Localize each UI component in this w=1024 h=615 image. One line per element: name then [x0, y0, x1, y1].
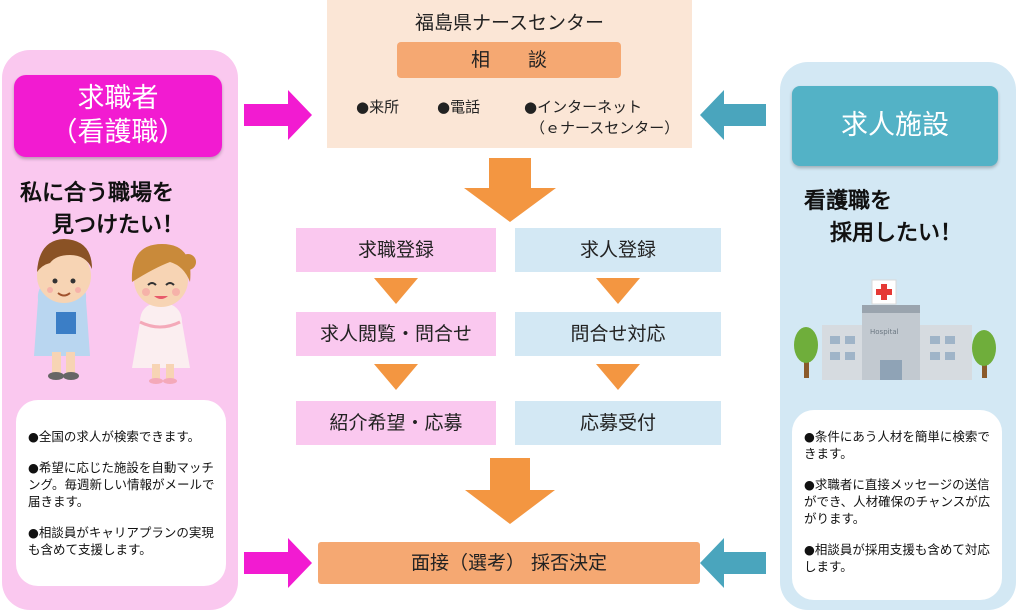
seeker-info-item: ●全国の求人が検索できます。 [28, 429, 201, 444]
facility-info-box: ●条件にあう人材を簡単に検索できます。 ●求職者に直接メッセージの送信ができ、人… [792, 410, 1002, 600]
method-phone: ●電話 [437, 98, 481, 116]
step-browse-inquire: 求人閲覧・問合せ [296, 312, 496, 356]
step-opening-registration: 求人登録 [515, 228, 721, 272]
seeker-tagline-line2: 見つけたい！ [52, 213, 185, 238]
consultation-box: 相 談 [397, 42, 621, 78]
final-decision-box: 面接（選考） 採否決定 [318, 542, 700, 584]
orange-down-arrow-icon [465, 458, 555, 524]
step-inquiry-response: 問合せ対応 [515, 312, 721, 356]
method-internet: ●インターネット [524, 98, 643, 116]
teal-left-arrow-icon [700, 90, 766, 140]
facility-info-item: ●求職者に直接メッセージの送信ができ、人材確保のチャンスが広がります。 [804, 477, 991, 526]
orange-triangle-icon [374, 364, 418, 390]
seeker-title: 求職者 （看護職） [14, 75, 222, 157]
magenta-right-arrow-icon [244, 90, 312, 140]
facility-info-item: ●条件にあう人材を簡単に検索できます。 [804, 429, 990, 461]
seeker-info-item: ●相談員がキャリアプランの実現も含めて支援します。 [28, 525, 214, 557]
seeker-title-line1: 求職者 [77, 83, 159, 114]
male-nurse-icon [34, 239, 92, 380]
magenta-right-arrow-icon [244, 538, 312, 588]
hospital-sign: Hospital [870, 328, 899, 336]
orange-down-arrow-icon [464, 158, 556, 222]
female-nurse-icon [131, 244, 196, 384]
teal-left-arrow-icon [700, 538, 766, 588]
facility-title: 求人施設 [792, 86, 998, 166]
seeker-info-item: ●希望に応じた施設を自動マッチング。毎週新しい情報がメールで届きます。 [28, 460, 215, 509]
seeker-tagline-line1: 私に合う職場を [20, 181, 175, 206]
method-internet-sub: （ｅナースセンター） [530, 119, 680, 137]
facility-tagline-line1: 看護職を [804, 189, 893, 214]
orange-triangle-icon [374, 278, 418, 304]
orange-triangle-icon [596, 278, 640, 304]
facility-tagline-line2: 採用したい！ [830, 221, 963, 246]
facility-info-item: ●相談員が採用支援も含めて対応します。 [804, 542, 990, 574]
step-job-registration: 求職登録 [296, 228, 496, 272]
orange-triangle-icon [596, 364, 640, 390]
nurse-center-title: 福島県ナースセンター [414, 12, 605, 34]
hospital-icon: Hospital [794, 279, 996, 380]
method-visit: ●来所 [356, 98, 400, 116]
seeker-tagline: 私に合う職場を 見つけたい！ [20, 178, 220, 242]
step-apply: 紹介希望・応募 [296, 401, 496, 445]
step-application-accept: 応募受付 [515, 401, 721, 445]
seeker-info-box: ●全国の求人が検索できます。 ●希望に応じた施設を自動マッチング。毎週新しい情報… [16, 400, 226, 586]
seeker-title-line2: （看護職） [50, 117, 186, 148]
facility-tagline: 看護職を 採用したい！ [804, 186, 1004, 250]
